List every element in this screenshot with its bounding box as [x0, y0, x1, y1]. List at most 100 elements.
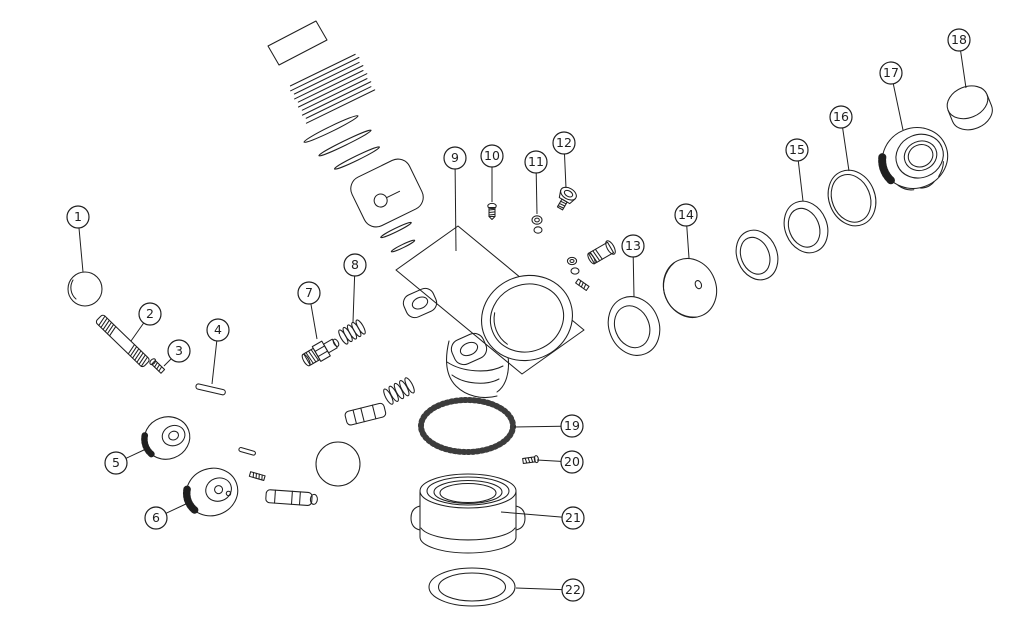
callout-5: 5	[104, 448, 147, 475]
balloon-circle	[560, 450, 584, 474]
balloon-number: 7	[305, 285, 313, 300]
balloon-circle	[552, 131, 576, 155]
part-19-bead-chain-ring	[418, 397, 516, 455]
part-9-cover-plate	[395, 225, 585, 375]
balloon-circle	[443, 146, 467, 170]
detail-screw	[248, 471, 266, 481]
callout-16: 16	[829, 105, 853, 172]
callout-10: 10	[480, 144, 504, 202]
balloon-number: 13	[625, 238, 641, 253]
part-4-pin	[195, 383, 226, 396]
callout-12: 12	[552, 131, 576, 189]
leader-line	[165, 502, 189, 514]
balloon-number: 10	[484, 148, 500, 163]
leader-line	[797, 160, 804, 202]
leader-line	[163, 358, 172, 367]
balloon-circle	[206, 318, 230, 342]
balloon-number: 8	[351, 257, 359, 272]
balloon-circle	[343, 253, 367, 277]
main-valve-body	[446, 274, 573, 399]
callout-18: 18	[947, 28, 971, 89]
balloon-number: 9	[451, 150, 459, 165]
balloon-number: 11	[528, 154, 544, 169]
part-20-screw	[522, 455, 539, 465]
leader-line	[352, 275, 356, 323]
balloon-circle	[621, 234, 645, 258]
detail-fitting	[587, 240, 616, 265]
detail-spring	[383, 377, 415, 405]
part-8-spring	[338, 319, 366, 345]
part-15-ring	[783, 200, 829, 254]
callout-22: 22	[515, 578, 585, 602]
part-11-washer	[531, 215, 543, 234]
balloon-number: 6	[152, 510, 160, 525]
leader-line	[513, 425, 562, 428]
balloon-number: 18	[951, 32, 967, 47]
balloon-number: 4	[214, 322, 222, 337]
balloon-circle	[524, 150, 548, 174]
part-17-knurled-nut	[878, 127, 949, 191]
part-6-knob	[182, 467, 239, 517]
leader-line	[686, 225, 690, 259]
balloon-number: 2	[146, 306, 154, 321]
label-plate	[267, 20, 328, 66]
balloon-number: 1	[74, 209, 82, 224]
part-7-fitting	[301, 338, 340, 367]
balloon-circle	[104, 451, 128, 475]
balloon-number: 3	[175, 343, 183, 358]
detail-washers	[566, 256, 580, 275]
callout-6: 6	[144, 502, 189, 530]
balloon-circle	[144, 506, 168, 530]
balloon-circle	[879, 61, 903, 85]
part-3-set-screw	[149, 358, 166, 374]
part-10-screw	[487, 202, 497, 221]
balloon-circle	[829, 105, 853, 129]
part-13-ring	[607, 296, 661, 356]
part-21-coupling-nut	[410, 473, 526, 554]
callout-19: 19	[513, 414, 584, 438]
balloon-number: 15	[789, 142, 805, 157]
balloon-number: 20	[564, 454, 580, 469]
part-14-diaphragm-cap	[662, 258, 718, 318]
leader-line	[454, 168, 457, 252]
callout-17: 17	[879, 61, 904, 131]
balloon-number: 17	[883, 65, 899, 80]
balloon-number: 21	[565, 510, 581, 525]
mount-lug	[450, 332, 488, 366]
callout-9: 9	[443, 146, 467, 252]
balloon-circle	[66, 205, 90, 229]
balloon-number: 14	[678, 207, 694, 222]
balloon-number: 12	[556, 135, 572, 150]
callout-11: 11	[524, 150, 548, 215]
leader-line	[632, 256, 635, 298]
leader-line	[536, 459, 562, 462]
balloon-number: 16	[833, 109, 849, 124]
leader-line	[125, 448, 147, 459]
detail-pin	[238, 447, 256, 456]
detail-plunger	[344, 402, 387, 426]
leader-line	[892, 83, 904, 131]
part-18-cap	[946, 85, 993, 131]
balloon-circle	[561, 578, 585, 602]
part-5-knob	[141, 416, 191, 460]
callout-7: 7	[297, 281, 321, 340]
body-port	[481, 274, 573, 362]
detail-valve-stem	[265, 489, 318, 506]
callout-3: 3	[163, 339, 191, 367]
leader-line	[500, 511, 563, 518]
callout-2: 2	[130, 302, 162, 342]
leader-line	[535, 172, 538, 215]
detail-screw-2	[575, 278, 590, 291]
part-2-threaded-rod	[95, 314, 150, 368]
part-16-retaining-ring	[827, 169, 877, 227]
spring-washer-stack	[289, 53, 376, 124]
balloon-circle	[560, 414, 584, 438]
balloon-circle	[138, 302, 162, 326]
leader-line	[515, 587, 563, 591]
callout-15: 15	[785, 138, 809, 202]
balloon-circle	[167, 339, 191, 363]
callout-4: 4	[206, 318, 230, 385]
balloon-number: 5	[112, 455, 120, 470]
